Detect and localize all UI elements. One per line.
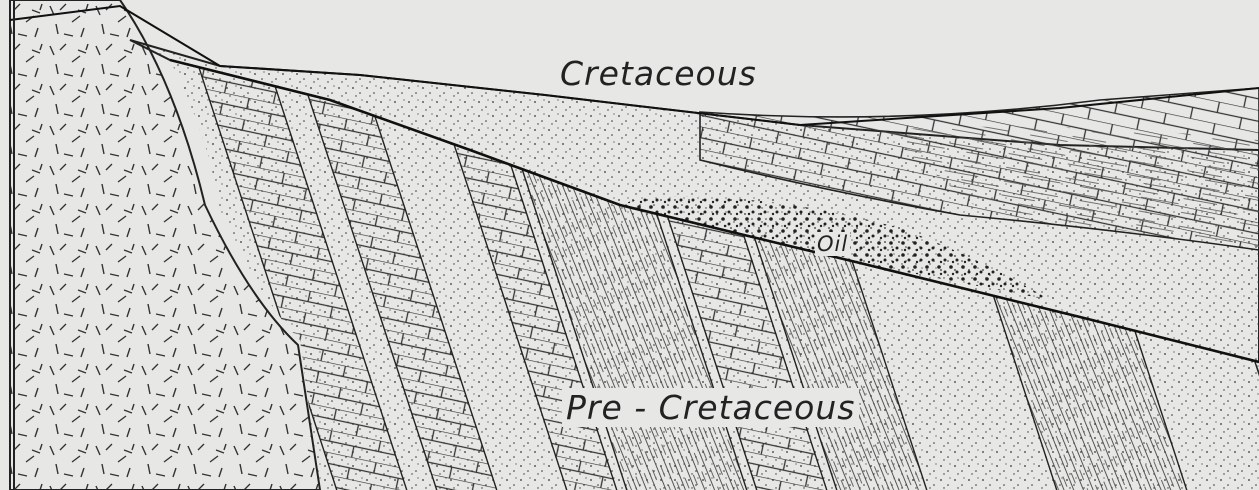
pre-cretaceous-label: Pre - Cretaceous [562, 388, 859, 427]
oil-label: Oil [815, 232, 850, 256]
cretaceous-label: Cretaceous [560, 54, 757, 93]
